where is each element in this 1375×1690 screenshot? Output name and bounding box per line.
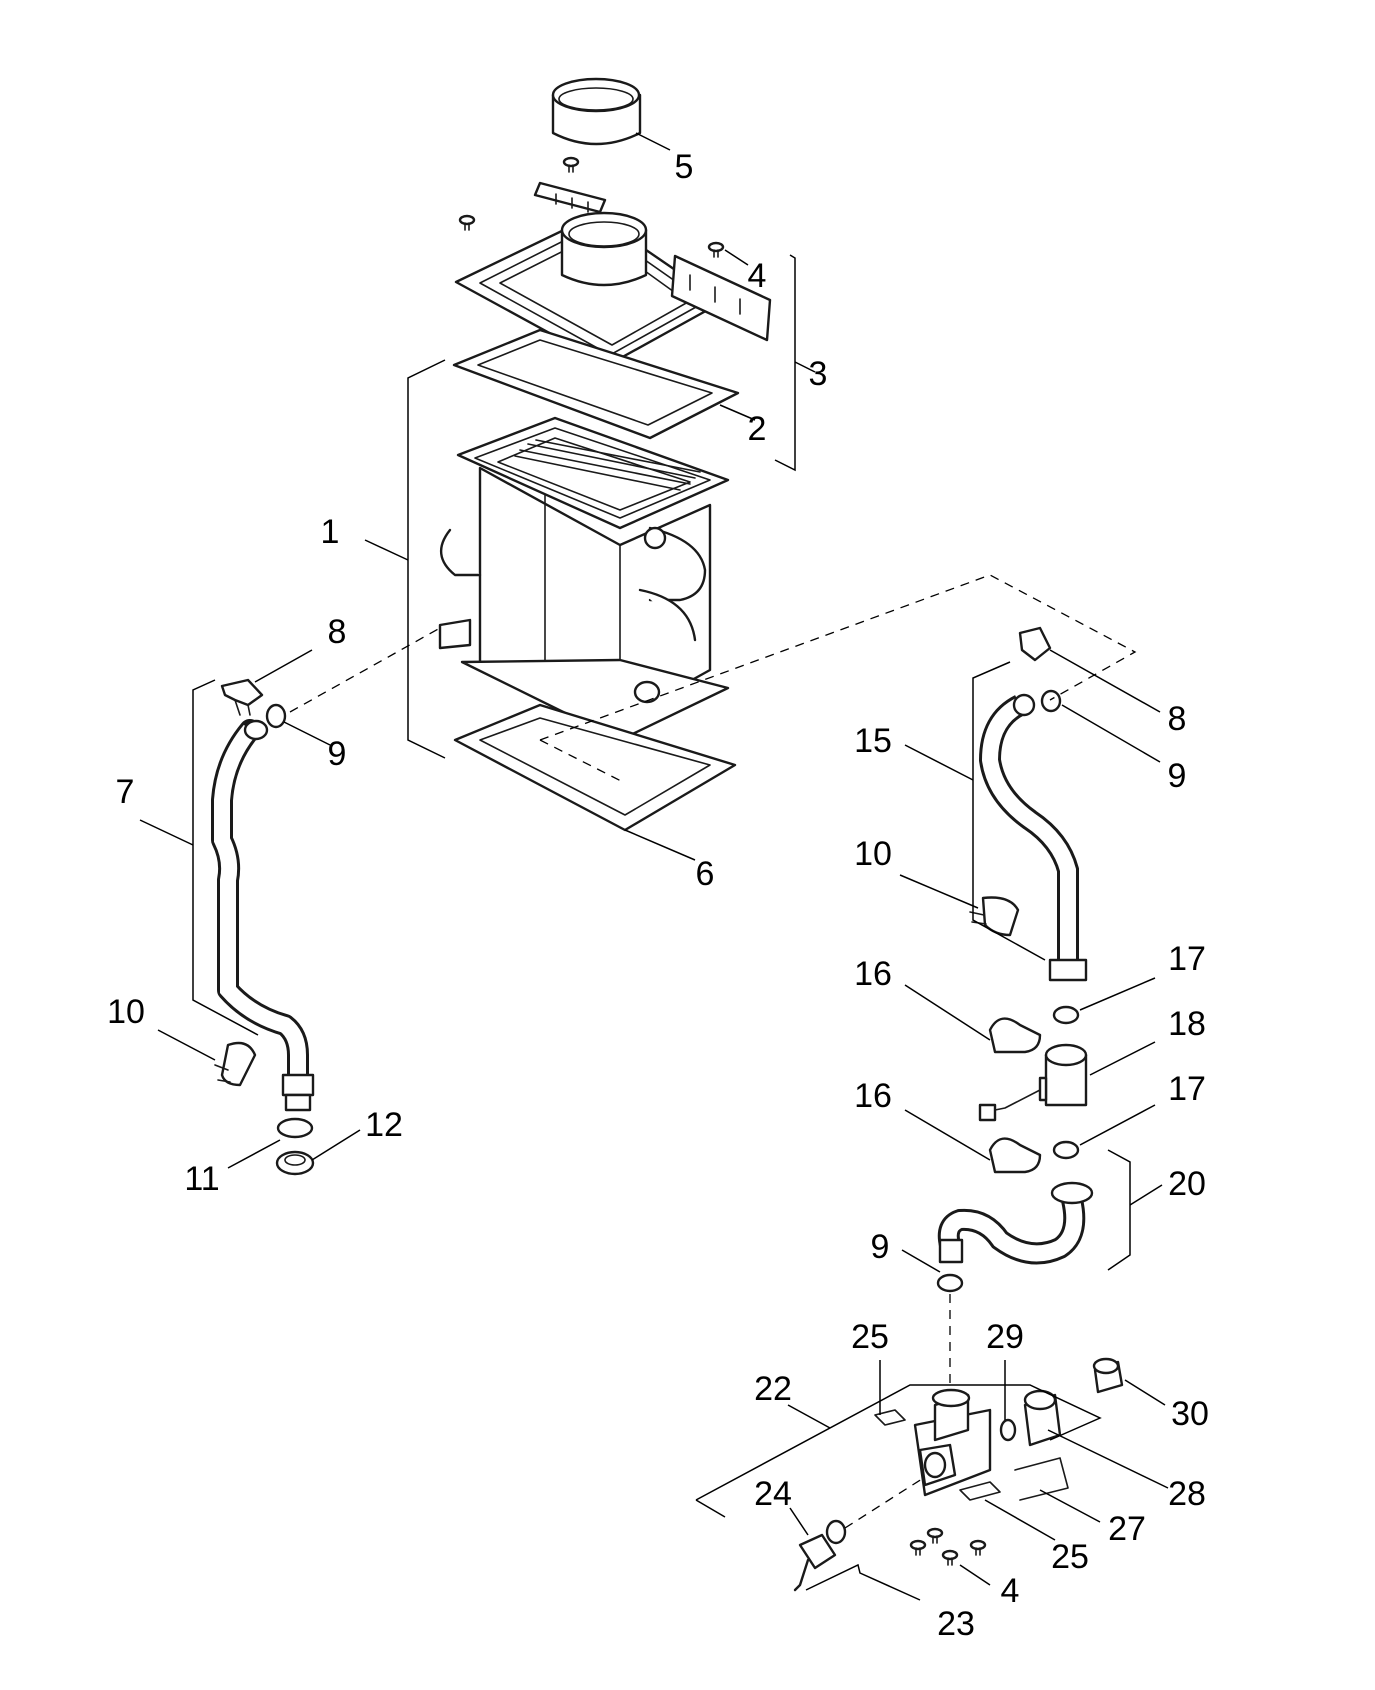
o-ring-part — [936, 1273, 964, 1293]
sensor-clip-part — [969, 896, 1020, 937]
clip-part — [220, 678, 264, 716]
callout-9-right: 9 — [1168, 757, 1187, 795]
gasket-part — [452, 328, 740, 440]
o-ring-part — [999, 1418, 1017, 1442]
callout-10-right: 10 — [854, 835, 892, 873]
o-ring-part — [1052, 1005, 1080, 1025]
callout-9-left: 9 — [328, 735, 347, 773]
combustion-hood-part — [454, 181, 772, 367]
callout-29: 29 — [986, 1318, 1024, 1356]
flow-sensor-part — [978, 1043, 1088, 1122]
callout-7: 7 — [116, 773, 135, 811]
staple-clip-part — [874, 1409, 1069, 1501]
callout-1: 1 — [321, 513, 340, 551]
screw-part — [909, 1527, 987, 1566]
o-ring-part — [1040, 689, 1062, 713]
callout-11: 11 — [184, 1160, 219, 1198]
callout-22: 22 — [754, 1370, 792, 1408]
callout-4-top: 4 — [748, 257, 767, 295]
washer-part — [276, 1117, 314, 1139]
callout-10-left: 10 — [107, 993, 145, 1031]
callout-17-lower: 17 — [1168, 1070, 1206, 1108]
leader-lines — [139, 132, 1169, 1601]
callout-18: 18 — [1168, 1005, 1206, 1043]
retaining-clip-part — [988, 1017, 1042, 1174]
callout-25-lower: 25 — [1051, 1538, 1089, 1576]
callout-labels: 1 2 3 4 4 5 6 7 8 8 9 9 9 10 10 11 12 15… — [107, 148, 1209, 1643]
callout-28: 28 — [1168, 1475, 1206, 1513]
o-ring-part — [825, 1519, 847, 1545]
callout-24: 24 — [754, 1475, 792, 1513]
sensor-clip-part — [214, 1041, 257, 1087]
callout-25-upper: 25 — [851, 1318, 889, 1356]
base-gasket-part — [453, 703, 737, 832]
drain-valve-part — [793, 1533, 837, 1592]
callout-3: 3 — [809, 355, 828, 393]
callout-5: 5 — [675, 148, 694, 186]
callout-16-upper: 16 — [854, 955, 892, 993]
callout-4-bottom: 4 — [1001, 1572, 1020, 1610]
callout-17-upper: 17 — [1168, 940, 1206, 978]
o-ring-part — [265, 703, 287, 729]
flue-collar-part — [551, 77, 642, 146]
return-pipe-part — [978, 693, 1088, 982]
callout-6: 6 — [696, 855, 715, 893]
callout-15: 15 — [854, 722, 892, 760]
clip-part — [1018, 626, 1052, 662]
o-ring-part — [1052, 1140, 1080, 1160]
callout-23: 23 — [937, 1605, 975, 1643]
callout-16-lower: 16 — [854, 1077, 892, 1115]
nut-part — [275, 1150, 315, 1176]
callout-9-lower: 9 — [871, 1228, 890, 1266]
connecting-pipe-part — [937, 1181, 1094, 1265]
callout-27: 27 — [1108, 1510, 1146, 1548]
valve-body-part — [913, 1388, 992, 1497]
callout-8-right: 8 — [1168, 700, 1187, 738]
fitting-part — [1023, 1389, 1062, 1447]
callout-2: 2 — [748, 410, 767, 448]
callout-8-left: 8 — [328, 613, 347, 651]
alignment-dashed-lines — [289, 574, 1137, 1529]
callout-30: 30 — [1171, 1395, 1209, 1433]
plug-part — [1092, 1357, 1124, 1394]
callout-12: 12 — [365, 1106, 403, 1144]
heat-exchanger-part — [438, 416, 730, 742]
flow-pipe-part — [211, 719, 315, 1112]
callout-20: 20 — [1168, 1165, 1206, 1203]
